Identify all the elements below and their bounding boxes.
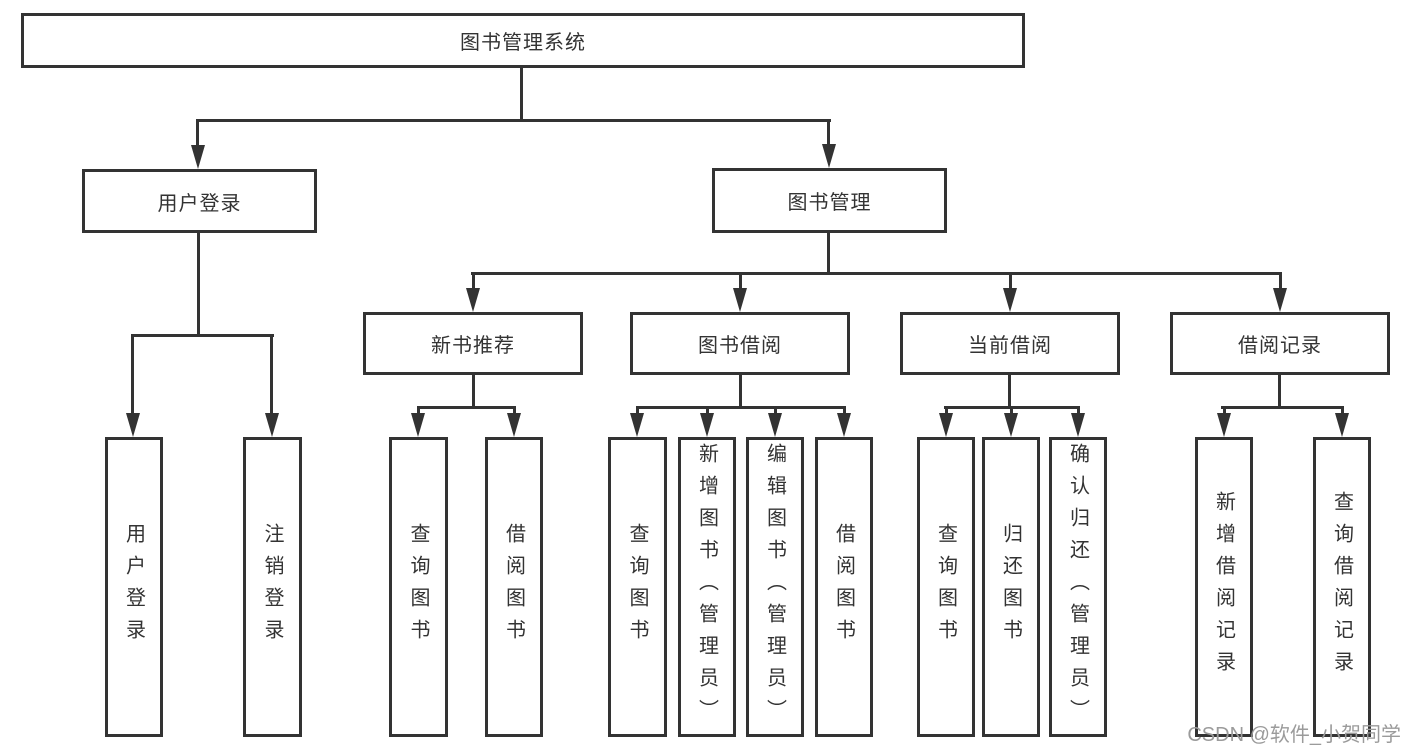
leaf-logout: 注销登录 — [243, 437, 302, 737]
connector-book-management-stem — [827, 233, 830, 275]
leaf-query-books-current: 查询图书 — [917, 437, 975, 737]
connector-drop-current-borrow — [1009, 272, 1012, 292]
arrowhead-user-login — [191, 145, 205, 169]
leaf-add-borrow-record: 新增借阅记录 — [1195, 437, 1253, 737]
arrowhead-leaf-9 — [1071, 413, 1085, 437]
connector-drop-leaf-5 — [774, 406, 777, 416]
connector-current-borrow-stem — [1008, 375, 1011, 408]
connector-drop-book-borrow — [739, 272, 742, 292]
node-library-management-system: 图书管理系统 — [21, 13, 1025, 68]
csdn-watermark: CSDN @软件_小贺同学 — [1187, 724, 1401, 746]
arrowhead-leaf-2 — [507, 413, 521, 437]
arrowhead-book-management — [822, 144, 836, 168]
arrowhead-leaf-logout — [265, 413, 279, 437]
node-book-management: 图书管理 — [712, 168, 947, 233]
leaf-borrow-books: 借阅图书 — [815, 437, 873, 737]
arrowhead-book-borrow — [733, 288, 747, 312]
node-borrowing-records: 借阅记录 — [1170, 312, 1390, 375]
arrowhead-leaf-1 — [411, 413, 425, 437]
connector-drop-leaf-9 — [1077, 406, 1080, 416]
leaf-borrow-books-recommend: 借阅图书 — [485, 437, 543, 737]
node-user-login: 用户登录 — [82, 169, 317, 233]
connector-book-borrow-bar — [636, 406, 846, 409]
node-current-borrowing: 当前借阅 — [900, 312, 1120, 375]
leaf-query-borrow-record: 查询借阅记录 — [1313, 437, 1371, 737]
connector-drop-borrow-records — [1279, 272, 1282, 292]
connector-new-book-bar — [417, 406, 516, 409]
connector-drop-leaf-user-login — [131, 334, 134, 414]
arrowhead-current-borrow — [1003, 288, 1017, 312]
connector-drop-user-login — [196, 119, 199, 147]
arrowhead-new-book — [466, 288, 480, 312]
arrowhead-leaf-8 — [1004, 413, 1018, 437]
connector-user-login-bar — [131, 334, 274, 337]
connector-user-login-stem — [197, 233, 200, 336]
connector-drop-leaf-logout — [270, 334, 273, 414]
connector-drop-book-management — [827, 119, 830, 147]
arrowhead-leaf-user-login — [126, 413, 140, 437]
leaf-user-login: 用户登录 — [105, 437, 163, 737]
connector-book-borrow-stem — [739, 375, 742, 408]
connector-drop-leaf-4 — [706, 406, 709, 416]
connector-level2-bar — [471, 272, 1282, 275]
connector-new-book-stem — [472, 375, 475, 408]
connector-drop-leaf-7 — [945, 406, 948, 416]
connector-root-trunk — [520, 68, 523, 122]
arrowhead-leaf-11 — [1335, 413, 1349, 437]
node-new-book-recommendation: 新书推荐 — [363, 312, 583, 375]
connector-level1-bar — [196, 119, 831, 122]
connector-drop-leaf-3 — [636, 406, 639, 416]
arrowhead-leaf-5 — [768, 413, 782, 437]
arrowhead-leaf-3 — [630, 413, 644, 437]
connector-drop-leaf-10 — [1223, 406, 1226, 416]
connector-drop-leaf-11 — [1341, 406, 1344, 416]
leaf-query-books-borrow: 查询图书 — [608, 437, 667, 737]
node-book-borrowing: 图书借阅 — [630, 312, 850, 375]
connector-drop-leaf-6 — [843, 406, 846, 416]
arrowhead-leaf-6 — [837, 413, 851, 437]
arrowhead-borrow-records — [1273, 288, 1287, 312]
connector-borrow-records-bar — [1221, 406, 1344, 409]
arrowhead-leaf-7 — [939, 413, 953, 437]
leaf-confirm-return-admin: 确认归还（管理员） — [1049, 437, 1107, 737]
arrowhead-leaf-10 — [1217, 413, 1231, 437]
leaf-edit-books-admin: 编辑图书（管理员） — [746, 437, 804, 737]
connector-drop-leaf-2 — [513, 406, 516, 416]
leaf-return-books: 归还图书 — [982, 437, 1040, 737]
connector-drop-leaf-1 — [417, 406, 420, 416]
leaf-add-books-admin: 新增图书（管理员） — [678, 437, 736, 737]
connector-drop-leaf-8 — [1010, 406, 1013, 416]
connector-borrow-records-stem — [1278, 375, 1281, 408]
leaf-query-books-recommend: 查询图书 — [389, 437, 448, 737]
arrowhead-leaf-4 — [700, 413, 714, 437]
connector-drop-new-book — [472, 272, 475, 292]
